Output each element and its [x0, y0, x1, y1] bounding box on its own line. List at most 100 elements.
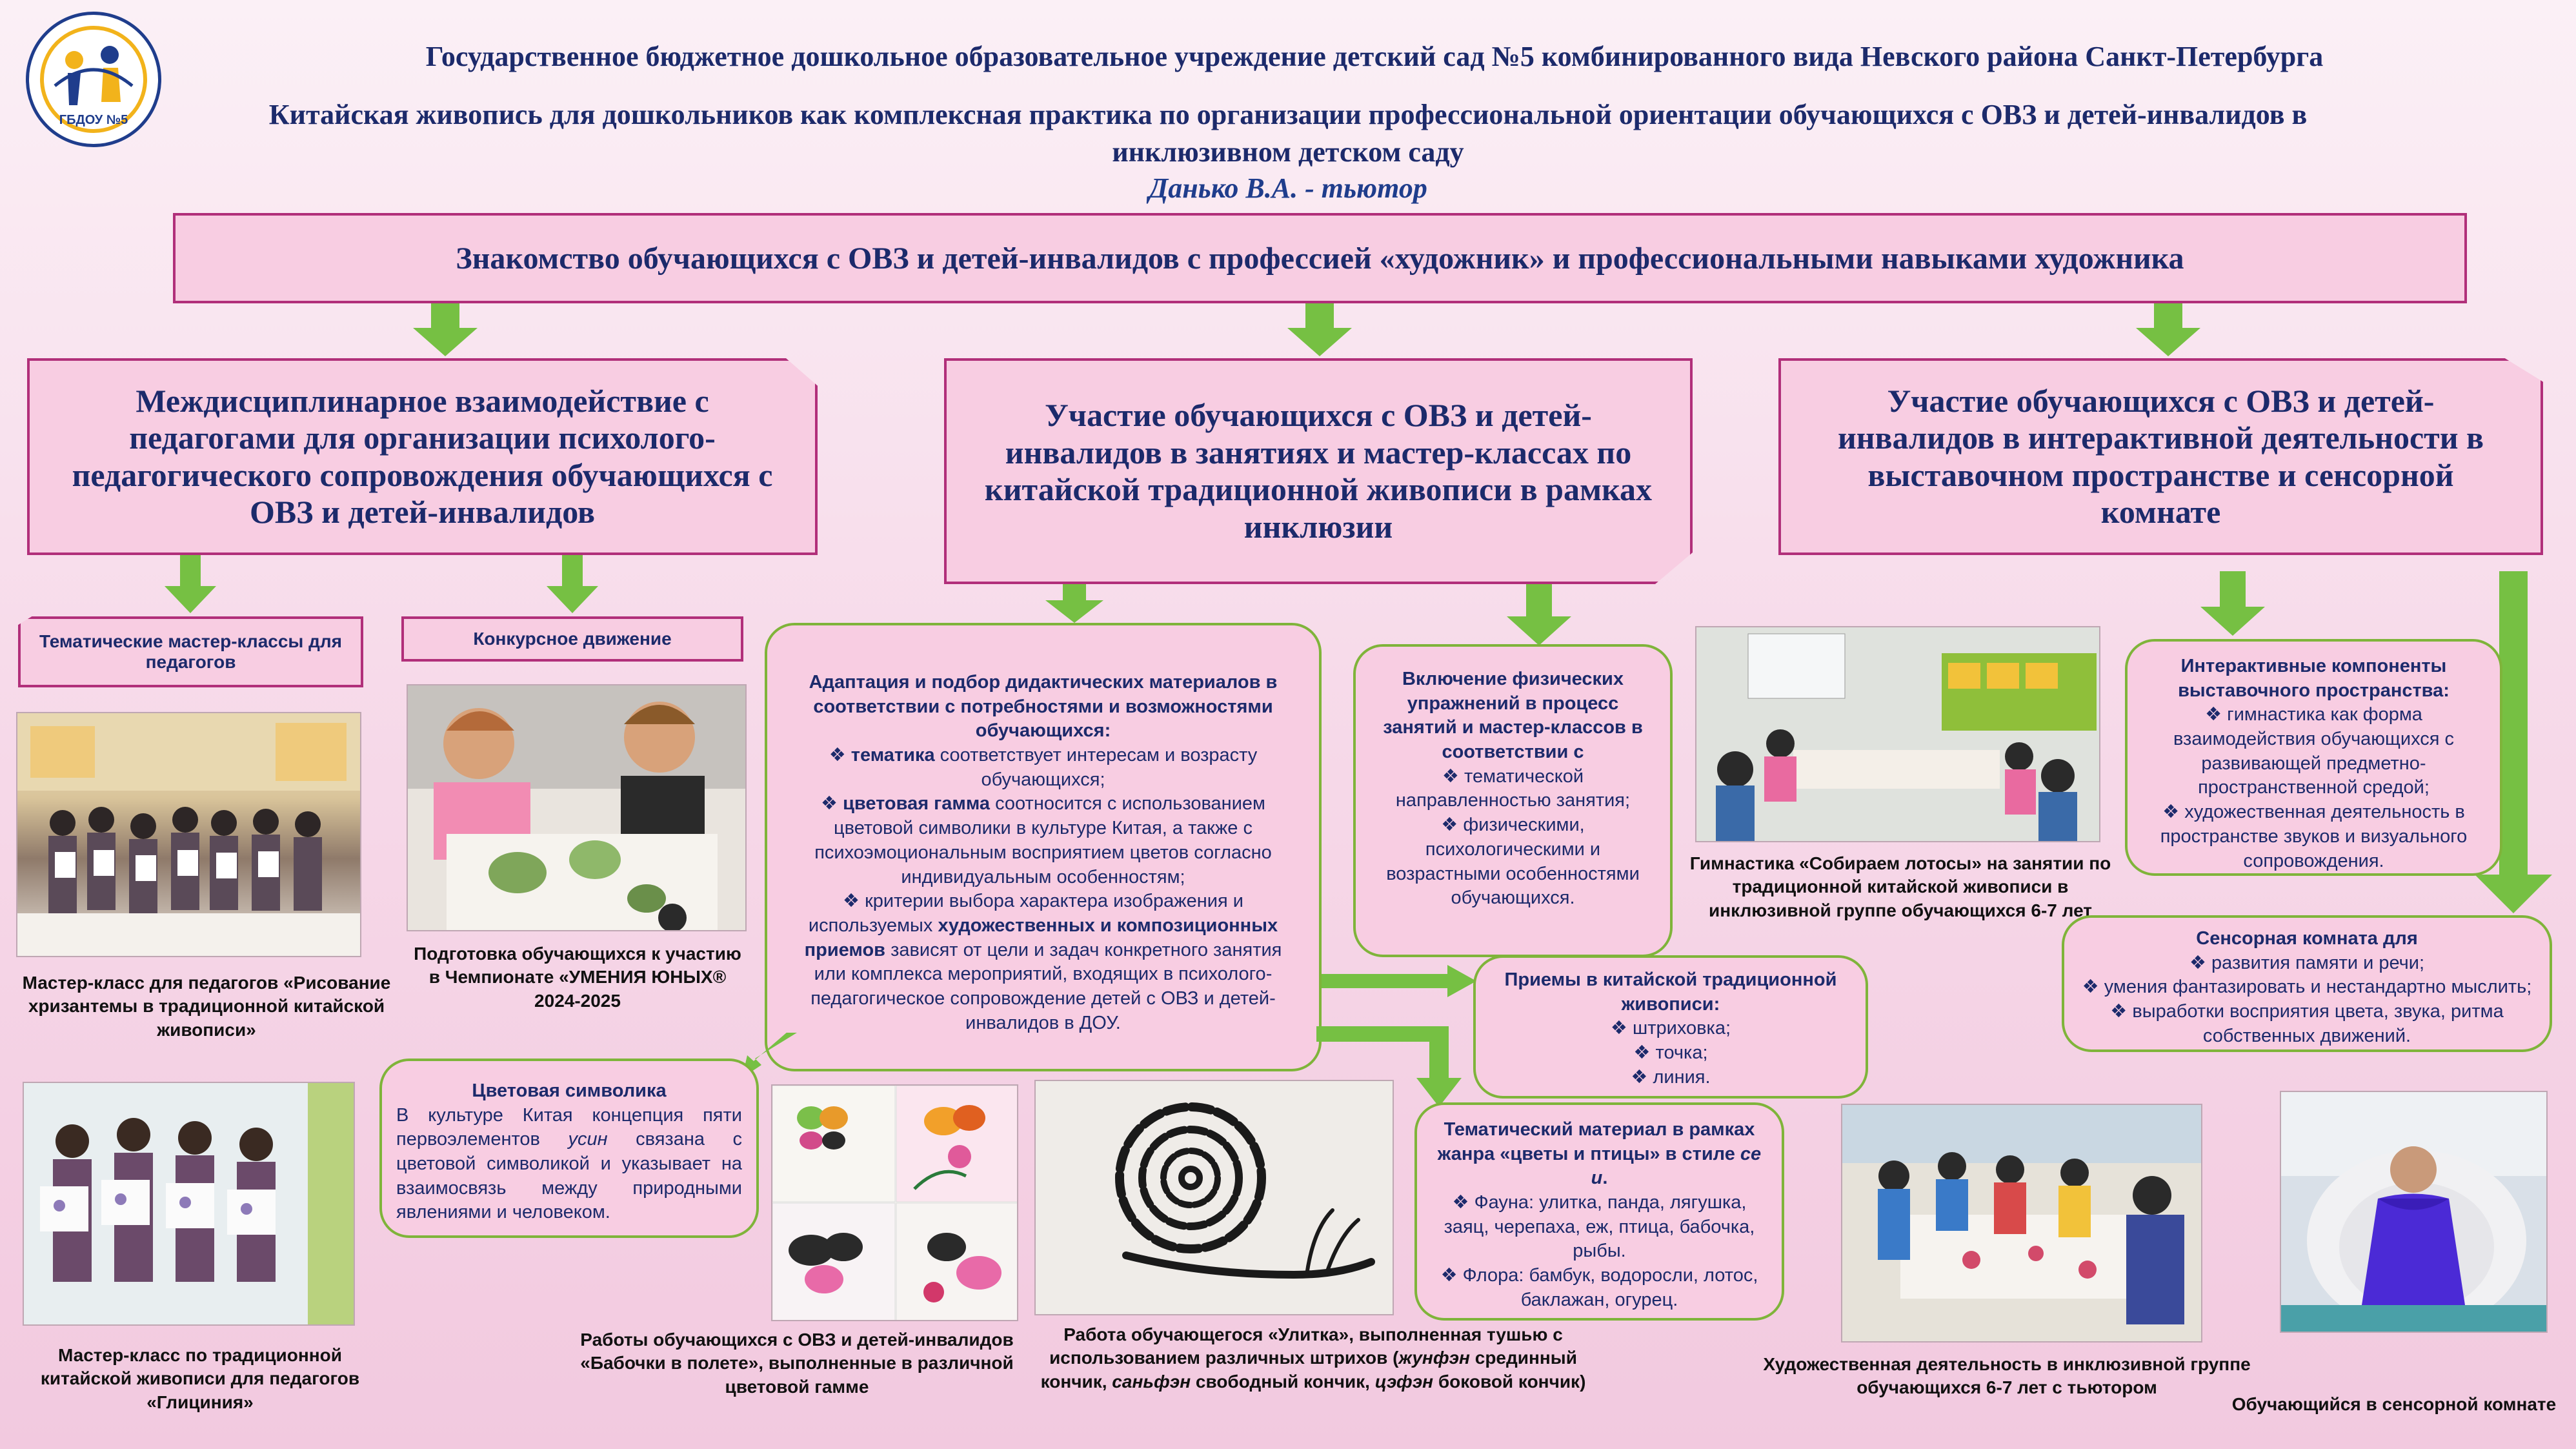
- adaptation-item-theme: ❖ тематика соответствует интересам и воз…: [829, 745, 1258, 790]
- diamond-bullet-icon: ❖: [1633, 1042, 1656, 1064]
- adaptation-item-color: ❖ цветовая гамма соотносится с использов…: [814, 793, 1272, 887]
- interactive-components-box: Интерактивные компоненты выставочного пр…: [2125, 639, 2502, 876]
- wisteria-group-image: [24, 1083, 354, 1324]
- diamond-bullet-icon: ❖: [1441, 815, 1464, 836]
- children-painting-image: [408, 685, 745, 930]
- children-drawing-tutor-image: [1842, 1105, 2201, 1341]
- group-photo-image: [17, 713, 360, 956]
- diamond-bullet-icon: ❖: [2189, 952, 2212, 973]
- caption-chrysanthemum: Мастер-класс для педагогов «Рисование хр…: [22, 973, 391, 1040]
- physical-item-2: ❖ физическими, психологическими и возрас…: [1386, 815, 1640, 909]
- adaptation-item-criteria: ❖ критерии выбора характера изображения …: [804, 891, 1282, 1033]
- photo-sensory-room: [2280, 1091, 2548, 1333]
- caption-snail: Работа обучающегося «Улитка», выполненна…: [1040, 1324, 1586, 1392]
- main-topic-box: Знакомство обучающихся с ОВЗ и детей-инв…: [173, 213, 2467, 303]
- thematic-flora: ❖ Флора: бамбук, водоросли, лотос, бакла…: [1440, 1265, 1758, 1310]
- sensory-item-2: ❖ умения фантазировать и нестандартно мы…: [2082, 977, 2532, 998]
- physical-title: Включение физических упражнений в процес…: [1383, 669, 1643, 763]
- techniques-box: Приемы в китайской традиционной живописи…: [1473, 955, 1868, 1099]
- adaptation-title: Адаптация и подбор дидактических материа…: [809, 672, 1278, 742]
- photo-championship-preparation: [407, 684, 747, 931]
- arrow-down-icon: [1287, 303, 1352, 356]
- technique-item-2: ❖ точка;: [1633, 1042, 1708, 1064]
- photo-lotus-gymnastics: [1695, 626, 2100, 842]
- arrow-right-icon: [1322, 965, 1476, 997]
- caption-wisteria: Мастер-класс по традиционной китайской ж…: [40, 1345, 360, 1412]
- diamond-bullet-icon: ❖: [821, 793, 843, 815]
- color-symbolism-text: В культуре Китая концепция пяти первоэле…: [396, 1104, 742, 1223]
- photo-butterflies-works: [771, 1084, 1018, 1321]
- photo-snail-work: [1034, 1080, 1394, 1315]
- sensory-room-box: Сенсорная комната для ❖ развития памяти …: [2062, 915, 2552, 1052]
- institution-name: Государственное бюджетное дошкольное обр…: [425, 41, 2324, 72]
- column-box-center: Участие обучающихся с ОВЗ и детей-инвали…: [944, 358, 1693, 584]
- thematic-title: Тематический материал в рамках жанра «цв…: [1437, 1119, 1762, 1189]
- classroom-gymnastics-image: [1696, 627, 2099, 841]
- arrow-down-icon: [547, 555, 598, 613]
- sensory-title: Сенсорная комната для: [2196, 928, 2418, 949]
- main-topic-text: Знакомство обучающихся с ОВЗ и детей-инв…: [456, 241, 2184, 276]
- column-center-text: Участие обучающихся с ОВЗ и детей-инвали…: [984, 397, 1653, 545]
- arrow-down-icon: [413, 303, 478, 356]
- column-box-right: Участие обучающихся с ОВЗ и детей-инвали…: [1778, 358, 2543, 555]
- caption-inclusive-art: Художественная деятельность в инклюзивно…: [1763, 1354, 2251, 1398]
- color-symbolism-box: Цветовая символика В культуре Китая конц…: [379, 1059, 759, 1238]
- technique-item-3: ❖ линия.: [1631, 1066, 1711, 1088]
- photo-wisteria-masterclass: [23, 1082, 355, 1326]
- logo-emblem-icon: [40, 26, 147, 133]
- photo-inclusive-art: [1841, 1104, 2202, 1343]
- diamond-bullet-icon: ❖: [1442, 765, 1464, 787]
- arrow-diagonal-icon: [742, 1033, 797, 1078]
- arrow-bent-down-icon: [1316, 1026, 1462, 1107]
- poster-title-line2: инклюзивном детском саду: [1112, 136, 1464, 168]
- snail-ink-painting-image: [1036, 1081, 1393, 1314]
- techniques-title: Приемы в китайской традиционной живописи…: [1504, 969, 1837, 1015]
- arrow-down-icon: [165, 555, 216, 613]
- caption-sensory-room: Обучающийся в сенсорной комнате: [2231, 1394, 2557, 1414]
- poster-author: Данько В.А. - тьютор: [1149, 172, 1427, 204]
- masterclass-teachers-text: Тематические мастер-классы для педагогов: [39, 631, 342, 672]
- arrow-down-icon: [2475, 571, 2552, 913]
- photo-chrysanthemum-masterclass: [16, 712, 361, 957]
- diamond-bullet-icon: ❖: [2162, 802, 2185, 823]
- diamond-bullet-icon: ❖: [1631, 1066, 1653, 1088]
- butterfly-paintings-image: [772, 1086, 1017, 1320]
- contest-movement-box: Конкурсное движение: [401, 616, 743, 662]
- arrow-down-icon: [1507, 584, 1571, 645]
- sensory-item-1: ❖ развития памяти и речи;: [2189, 952, 2425, 973]
- poster-title-line1: Китайская живопись для дошкольников как …: [268, 99, 2308, 130]
- diamond-bullet-icon: ❖: [1440, 1265, 1463, 1286]
- interactive-title: Интерактивные компоненты выставочного пр…: [2178, 656, 2450, 701]
- logo: ГБДОУ №5: [26, 12, 161, 147]
- thematic-material-box: Тематический материал в рамках жанра «цв…: [1414, 1102, 1784, 1321]
- caption-butterflies: Работы обучающихся с ОВЗ и детей-инвалид…: [580, 1330, 1014, 1397]
- diamond-bullet-icon: ❖: [2082, 977, 2104, 998]
- sensory-item-3: ❖ выработки восприятия цвета, звука, рит…: [2110, 1001, 2504, 1046]
- interactive-item-2: ❖ художественная деятельность в простран…: [2160, 802, 2468, 871]
- caption-lotus: Гимнастика «Собираем лотосы» на занятии …: [1689, 853, 2111, 920]
- thematic-fauna: ❖ Фауна: улитка, панда, лягушка, заяц, ч…: [1444, 1192, 1755, 1262]
- diamond-bullet-icon: ❖: [1610, 1018, 1633, 1039]
- color-symbolism-title: Цветовая символика: [472, 1080, 667, 1101]
- contest-movement-text: Конкурсное движение: [473, 629, 672, 649]
- logo-text: ГБДОУ №5: [59, 113, 128, 127]
- diamond-bullet-icon: ❖: [2110, 1001, 2133, 1022]
- diamond-bullet-icon: ❖: [2205, 704, 2228, 725]
- arrow-down-icon: [2200, 571, 2265, 636]
- adaptation-box: Адаптация и подбор дидактических материа…: [765, 623, 1322, 1071]
- interactive-item-1: ❖ гимнастика как форма взаимодействия об…: [2173, 704, 2455, 798]
- column-box-left: Междисциплинарное взаимодействие с педаг…: [27, 358, 818, 555]
- masterclass-teachers-box: Тематические мастер-классы для педагогов: [18, 616, 363, 687]
- physical-exercise-box: Включение физических упражнений в процес…: [1353, 644, 1673, 957]
- diamond-bullet-icon: ❖: [829, 745, 851, 766]
- caption-championship: Подготовка обучающихся к участию в Чемпи…: [414, 944, 741, 1011]
- column-left-text: Междисциплинарное взаимодействие с педаг…: [72, 382, 773, 531]
- arrow-down-icon: [1045, 584, 1103, 623]
- arrow-down-icon: [2136, 303, 2200, 356]
- child-sensory-chair-image: [2281, 1092, 2546, 1332]
- diamond-bullet-icon: ❖: [843, 891, 865, 912]
- diamond-bullet-icon: ❖: [1452, 1192, 1474, 1213]
- physical-item-1: ❖ тематической направленностью занятия;: [1395, 765, 1631, 811]
- technique-item-1: ❖ штриховка;: [1610, 1018, 1731, 1039]
- column-right-text: Участие обучающихся с ОВЗ и детей-инвали…: [1837, 382, 2484, 531]
